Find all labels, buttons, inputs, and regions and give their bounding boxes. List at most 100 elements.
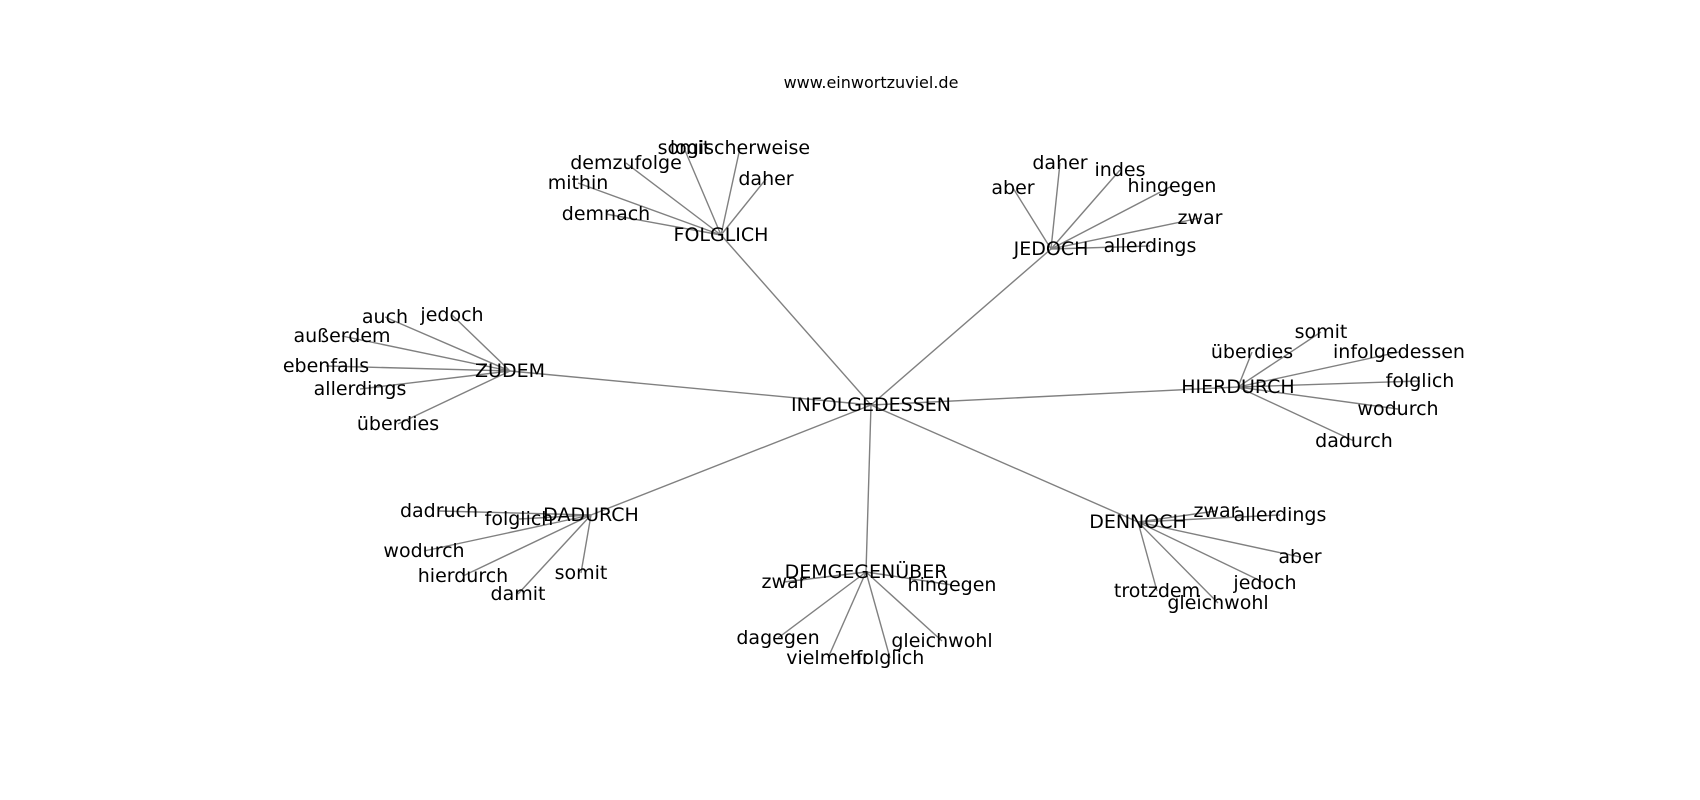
edge-hierdurch-1 — [1237, 331, 1322, 388]
leaf-node-label: aber — [1278, 546, 1321, 568]
leaf-node-label: wodurch — [383, 540, 464, 562]
leaf-node-label: folglich — [1386, 370, 1455, 392]
edge-folglich-2 — [625, 162, 722, 236]
edge-hierdurch-2 — [1237, 351, 1400, 388]
edge-jedoch-4 — [1050, 217, 1201, 250]
leaf-node-label: aber — [991, 177, 1034, 199]
leaf-node-label: folglich — [856, 647, 925, 669]
hub-node-label: ZUDEM — [475, 360, 545, 382]
leaf-node-label: somit — [1295, 321, 1348, 343]
edge-center-to-hierdurch — [870, 386, 1239, 406]
leaf-node-label: dadurch — [1315, 430, 1393, 452]
leaf-node-label: folglich — [485, 508, 554, 530]
leaf-node-label: demnach — [562, 203, 650, 225]
edge-jedoch-2 — [1050, 169, 1121, 250]
edge-center-to-dennoch — [870, 404, 1139, 523]
leaf-node-label: daher — [1032, 152, 1087, 174]
edge-dennoch-0 — [1137, 510, 1217, 523]
leaf-node-label: logischerweise — [670, 137, 810, 159]
edge-zudem-2 — [341, 335, 511, 372]
leaf-node-label: auch — [362, 306, 408, 328]
leaf-node-label: hingegen — [1128, 175, 1217, 197]
hub-node-label: DEMGEGENÜBER — [785, 560, 948, 583]
edge-center-to-folglich — [720, 234, 872, 406]
edge-demgegenüber-5 — [865, 571, 943, 642]
leaf-node-label: dagegen — [736, 627, 819, 649]
edge-folglich-3 — [683, 147, 722, 236]
leaf-node-label: hierdurch — [418, 565, 508, 587]
edge-center-to-demgegenüber — [865, 404, 872, 573]
edge-dennoch-5 — [1137, 521, 1219, 604]
edge-dadurch-2 — [423, 514, 592, 552]
leaf-node-label: zwar — [1178, 207, 1223, 229]
leaf-node-label: jedoch — [1232, 572, 1296, 594]
edge-dennoch-3 — [1137, 521, 1266, 584]
leaf-node-label: somit — [658, 137, 711, 159]
labels-layer: INFOLGEDESSENFOLGLICHdemnachmithindemzuf… — [283, 137, 1465, 669]
center-node-label: INFOLGEDESSEN — [791, 394, 951, 416]
edge-jedoch-0 — [1012, 187, 1052, 250]
edge-dennoch-1 — [1137, 514, 1281, 523]
edge-dadurch-1 — [518, 514, 592, 520]
edge-zudem-4 — [359, 370, 511, 390]
leaf-node-label: gleichwohl — [891, 630, 992, 652]
leaf-node-label: gleichwohl — [1167, 592, 1268, 614]
edge-demgegenüber-2 — [777, 571, 867, 639]
leaf-node-label: dadruch — [400, 500, 478, 522]
edge-folglich-4 — [720, 147, 741, 236]
edge-center-to-dadurch — [590, 404, 872, 516]
leaf-node-label: außerdem — [293, 325, 390, 347]
edge-dadurch-4 — [517, 514, 592, 595]
edge-center-to-jedoch — [870, 248, 1052, 406]
leaf-node-label: ebenfalls — [283, 355, 369, 377]
leaf-node-label: allerdings — [1234, 504, 1327, 526]
edge-jedoch-3 — [1050, 185, 1173, 250]
hub-node-label: HIERDURCH — [1181, 376, 1294, 398]
edge-dadurch-3 — [462, 514, 592, 577]
leaf-node-label: indes — [1095, 159, 1146, 181]
leaf-node-label: infolgedessen — [1333, 341, 1465, 363]
leaf-node-label: mithin — [548, 172, 609, 194]
leaf-node-label: daher — [738, 168, 793, 190]
leaf-node-label: hingegen — [908, 574, 997, 596]
edge-demgegenüber-4 — [865, 571, 891, 659]
leaf-node-label: vielmehr — [786, 647, 870, 669]
edge-jedoch-5 — [1050, 245, 1151, 250]
edge-folglich-5 — [720, 178, 767, 236]
leaf-node-label: überdies — [357, 413, 439, 435]
edge-dadurch-5 — [580, 514, 592, 574]
edge-hierdurch-5 — [1237, 386, 1355, 442]
edge-demgegenüber-3 — [827, 571, 867, 659]
edge-center-to-zudem — [509, 370, 872, 406]
edge-hierdurch-4 — [1237, 386, 1399, 410]
leaf-node-label: überdies — [1211, 341, 1293, 363]
edge-folglich-0 — [605, 213, 722, 236]
edge-zudem-5 — [397, 370, 511, 425]
hub-node-label: DENNOCH — [1089, 511, 1187, 533]
edge-folglich-1 — [577, 182, 722, 236]
edge-demgegenüber-0 — [783, 571, 867, 583]
leaf-node-label: allerdings — [1104, 235, 1197, 257]
leaf-node-label: somit — [555, 562, 608, 584]
leaf-node-label: damit — [491, 583, 546, 605]
edge-dadurch-0 — [438, 510, 592, 516]
leaf-node-label: allerdings — [314, 378, 407, 400]
hub-node-label: FOLGLICH — [674, 224, 769, 246]
edge-zudem-1 — [451, 314, 511, 372]
hub-node-label: JEDOCH — [1013, 238, 1089, 260]
leaf-node-label: wodurch — [1357, 398, 1438, 420]
source-url: www.einwortzuviel.de — [784, 73, 959, 92]
hub-node-label: DADURCH — [543, 504, 639, 526]
edge-jedoch-1 — [1050, 162, 1061, 250]
edge-dennoch-4 — [1137, 521, 1158, 592]
edge-dennoch-2 — [1137, 521, 1301, 558]
edge-zudem-3 — [325, 365, 511, 372]
leaf-node-label: zwar — [1194, 500, 1239, 522]
edge-hierdurch-3 — [1237, 380, 1421, 388]
edge-demgegenüber-1 — [865, 571, 953, 586]
leaf-node-label: trotzdem — [1114, 580, 1200, 602]
edge-zudem-0 — [384, 316, 511, 372]
leaf-node-label: zwar — [762, 571, 807, 593]
edge-hierdurch-0 — [1237, 351, 1253, 388]
